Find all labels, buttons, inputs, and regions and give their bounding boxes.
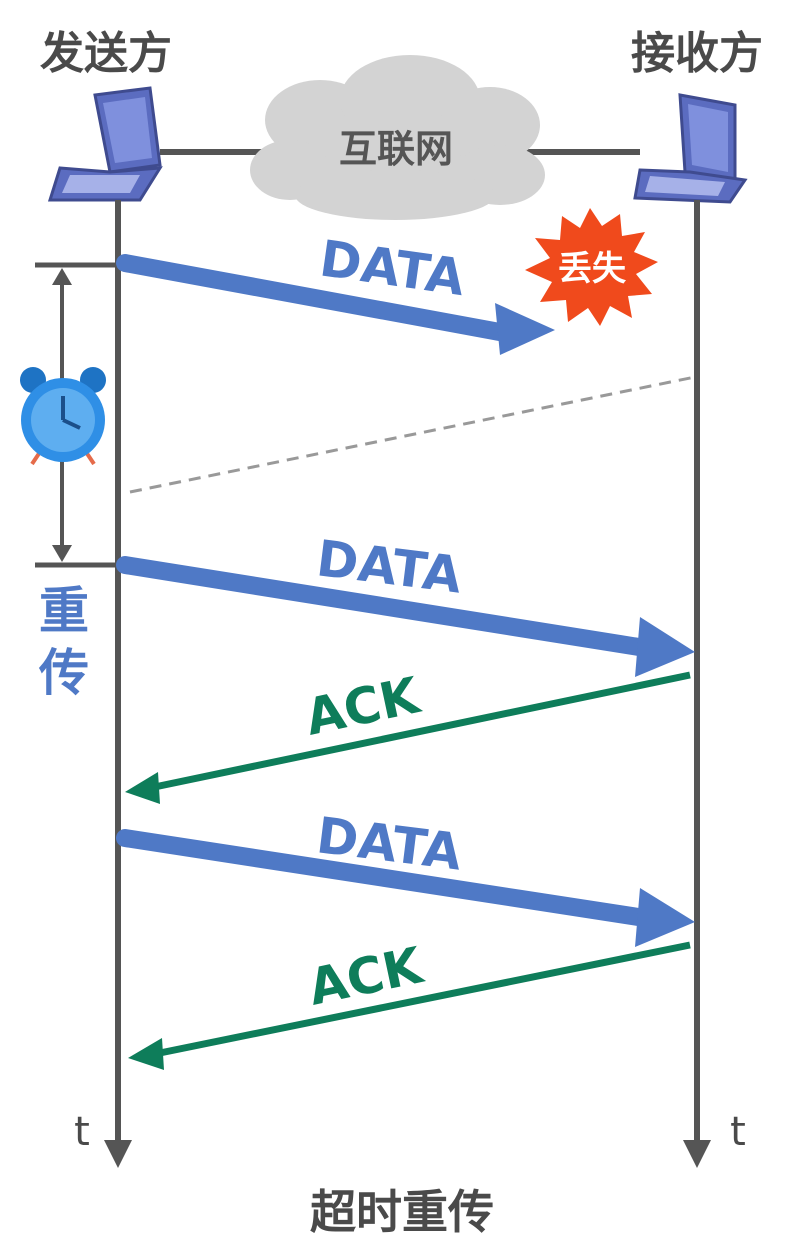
receiver-laptop-icon <box>633 93 748 204</box>
retransmit-label-line2: 传 <box>38 644 89 702</box>
sender-time-label: t <box>74 1109 90 1155</box>
diagram-caption: 超时重传 <box>310 1185 494 1239</box>
lost-burst-icon <box>525 208 658 326</box>
data-arrow-3 <box>116 829 695 947</box>
receiver-timeline-arrow <box>683 1140 711 1168</box>
sender-label: 发送方 <box>40 28 172 79</box>
data-arrow-1 <box>116 254 555 355</box>
sender-laptop-icon <box>47 86 163 202</box>
timeout-interval-arrow-down <box>52 545 72 562</box>
retransmit-label-line1: 重 <box>39 582 89 640</box>
timeout-interval-arrow-up <box>52 268 72 285</box>
data-arrow-2 <box>116 556 695 677</box>
ack-arrow-2 <box>128 941 691 1070</box>
receiver-time-label: t <box>730 1109 746 1155</box>
sender-timeline-arrow <box>104 1140 132 1168</box>
ack-arrow-1 <box>125 671 691 804</box>
alarm-clock-icon <box>20 367 106 466</box>
internet-cloud-icon <box>250 55 545 220</box>
timeout-dashed-line <box>129 375 696 494</box>
network-label: 互联网 <box>339 127 453 171</box>
receiver-label: 接收方 <box>631 28 763 79</box>
lost-badge-label: 丢失 <box>558 249 627 289</box>
